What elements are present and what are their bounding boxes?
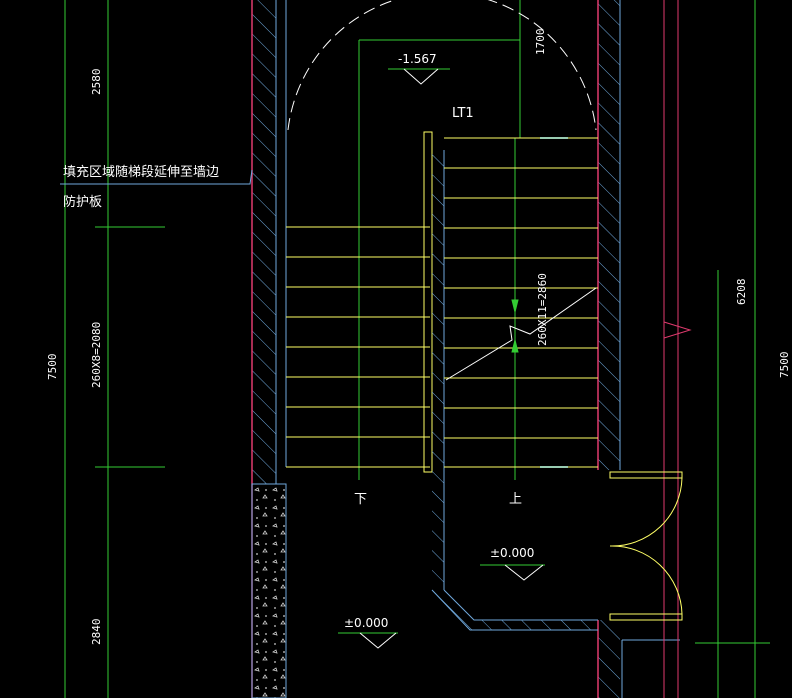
dim-right-flight: 260X11=2860	[536, 273, 549, 346]
right-flight-treads	[444, 137, 598, 468]
note-leader	[60, 169, 253, 185]
left-flight-treads	[286, 226, 430, 468]
dashed-arc	[287, 0, 597, 131]
dimension-lines	[64, 0, 770, 698]
dim-right-total: 7500	[778, 352, 791, 379]
note-line2: 防护板	[63, 194, 102, 210]
dim-right-span: 6208	[735, 279, 748, 306]
level-landing: ±0.000	[490, 546, 534, 560]
dim-left-flight: 260X8=2080	[90, 322, 103, 388]
level-lower: ±0.000	[344, 616, 388, 630]
dim-left-upper: 2580	[90, 69, 103, 96]
label-down: 下	[354, 492, 367, 507]
center-wall	[423, 131, 598, 631]
label-up: 上	[509, 492, 522, 507]
level-markers	[359, 68, 544, 649]
right-wall	[597, 0, 692, 698]
note-line1: 填充区域随梯段延伸至墙边	[63, 164, 219, 180]
left-wall	[251, 0, 287, 698]
dim-top-right: 1700	[534, 29, 547, 56]
stair-id: LT1	[452, 106, 474, 121]
door	[609, 471, 683, 621]
walk-arrows	[511, 299, 519, 353]
dim-left-total: 7500	[46, 354, 59, 381]
dim-left-lower: 2840	[90, 619, 103, 646]
level-top: -1.567	[398, 52, 437, 66]
break-line	[445, 287, 597, 381]
